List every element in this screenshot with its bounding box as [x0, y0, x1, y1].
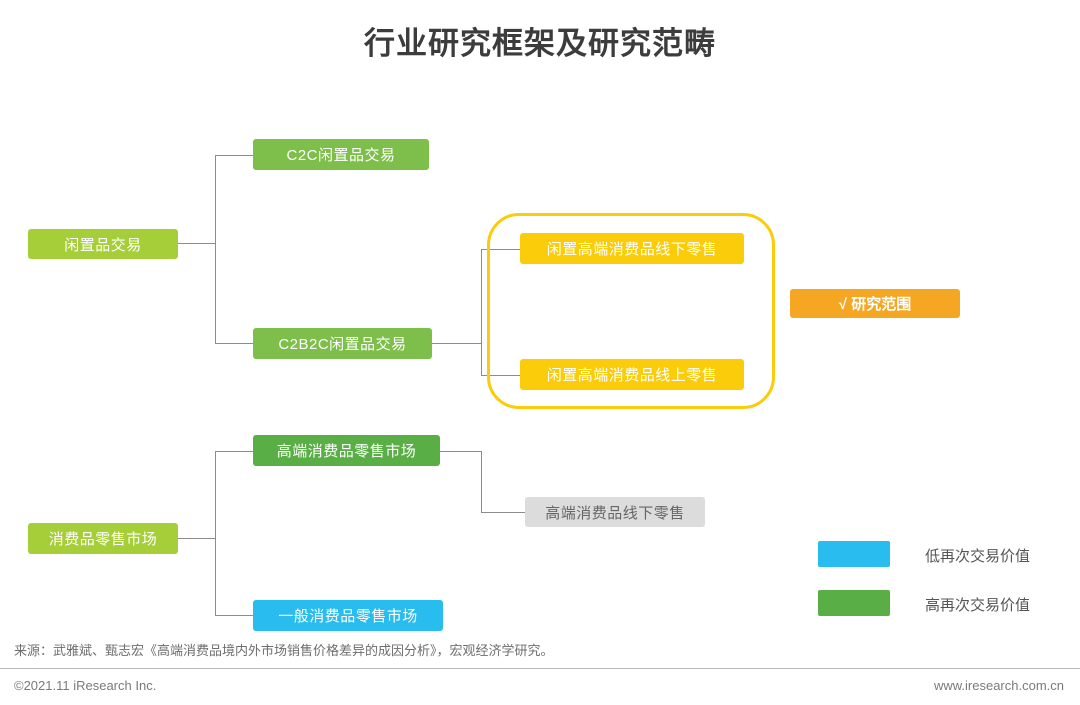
connector-c2b2c-stem: [432, 343, 482, 344]
node-premium-retail-market[interactable]: 高端消费品零售市场: [253, 435, 440, 466]
node-idle-premium-online-retail[interactable]: 闲置高端消费品线上零售: [520, 359, 744, 390]
connector-idle-bracket: [215, 155, 216, 344]
connector-idle-to-c2b2c: [215, 343, 255, 344]
connector-c2b2c-to-online: [481, 375, 521, 376]
source-note: 来源：武雅斌、甄志宏《高端消费品境内外市场销售价格差异的成因分析》，宏观经济学研…: [14, 643, 554, 658]
node-idle-premium-offline-retail[interactable]: 闲置高端消费品线下零售: [520, 233, 744, 264]
legend-swatch-high-resale-value: [818, 590, 890, 616]
connector-consumer-to-premium: [215, 451, 255, 452]
connector-root-consumer-stem: [178, 538, 216, 539]
connector-consumer-to-general: [215, 615, 255, 616]
footer-divider: [0, 668, 1080, 669]
node-root-idle-goods[interactable]: 闲置品交易: [28, 229, 178, 259]
legend-label-low-resale-value: 低再次交易价值: [925, 548, 1031, 565]
page-title: 行业研究框架及研究范畴: [364, 26, 716, 61]
node-c2c-idle-goods[interactable]: C2C闲置品交易: [253, 139, 429, 170]
footer-copyright: ©2021.11 iResearch Inc.: [14, 678, 157, 693]
node-general-retail-market[interactable]: 一般消费品零售市场: [253, 600, 443, 631]
legend-label-high-resale-value: 高再次交易价值: [925, 597, 1031, 614]
connector-c2b2c-bracket: [481, 249, 482, 375]
research-scope-badge[interactable]: √ 研究范围: [790, 289, 960, 318]
connector-root-idle-stem: [178, 243, 216, 244]
connector-idle-to-c2c: [215, 155, 255, 156]
node-root-consumer-retail-market[interactable]: 消费品零售市场: [28, 523, 178, 554]
connector-c2b2c-to-offline: [481, 249, 521, 250]
connector-consumer-bracket: [215, 451, 216, 615]
connector-premium-to-offline-retail: [481, 512, 525, 513]
research-scope-outline: [487, 213, 775, 409]
node-premium-offline-retail[interactable]: 高端消费品线下零售: [525, 497, 705, 527]
connector-premium-down: [481, 451, 482, 512]
legend-swatch-low-resale-value: [818, 541, 890, 567]
node-c2b2c-idle-goods[interactable]: C2B2C闲置品交易: [253, 328, 432, 359]
connector-premium-stem: [440, 451, 482, 452]
footer-website[interactable]: www.iresearch.com.cn: [933, 678, 1064, 693]
